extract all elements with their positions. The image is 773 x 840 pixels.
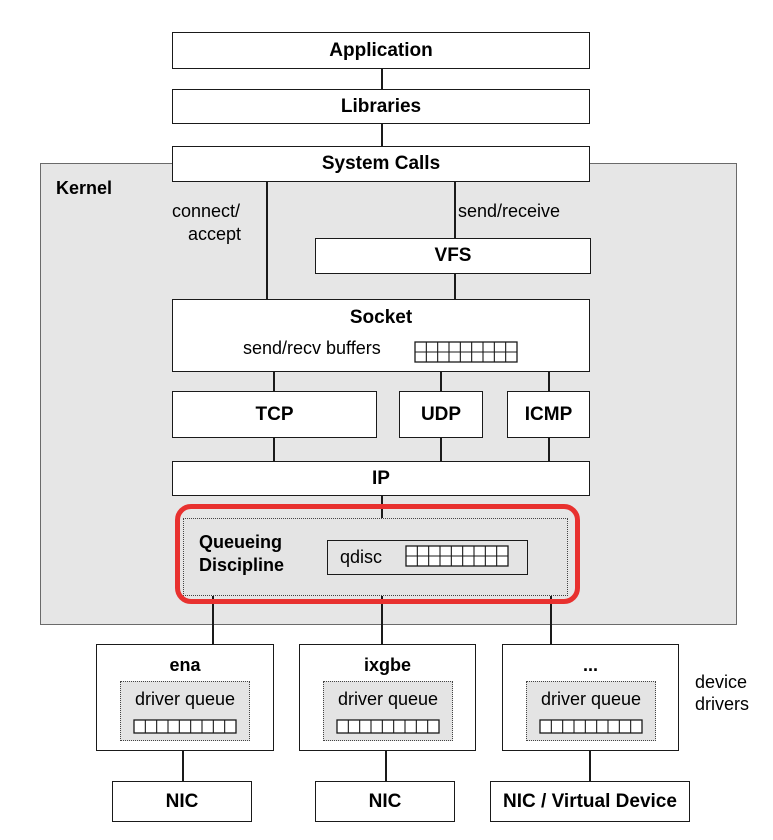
connector-syscalls-vfs — [454, 182, 456, 238]
connector-tcp-ip — [273, 438, 275, 461]
libraries-layer: Libraries — [172, 89, 590, 124]
socket-title: Socket — [349, 307, 413, 328]
connector-libraries-syscalls — [381, 124, 383, 146]
connector-udp-ip — [440, 438, 442, 461]
driver-ixgbe-name: ixgbe — [363, 655, 411, 675]
tcp-box: TCP — [172, 391, 377, 438]
send-receive-label: send/receive — [458, 201, 561, 221]
driver-ena-queue-label: driver queue — [134, 689, 236, 709]
nic-1-box: NIC — [112, 781, 252, 822]
connector-qdisc-other — [550, 596, 552, 644]
driver-other-name: ... — [582, 655, 598, 675]
vfs-box: VFS — [315, 238, 591, 274]
qdisc-highlight — [175, 504, 580, 604]
connector-qdisc-ixgbe — [381, 596, 383, 644]
connect-accept-label-line1: connect/ — [172, 201, 241, 221]
queueing-discipline-title-line2: Discipline — [199, 555, 285, 575]
nic-virtual-device-box: NIC / Virtual Device — [490, 781, 690, 822]
device-drivers-label-line2: drivers — [695, 694, 750, 714]
connector-app-libraries — [381, 69, 383, 89]
connector-vfs-socket — [454, 274, 456, 299]
qdisc-buffer-icon — [405, 545, 509, 567]
driver-other-buffer-icon — [539, 719, 643, 734]
application-layer: Application — [172, 32, 590, 69]
device-drivers-label-line1: device — [695, 672, 748, 692]
connector-syscalls-socket — [266, 182, 268, 299]
qdisc-label: qdisc — [340, 547, 383, 567]
driver-ena-name: ena — [169, 655, 201, 675]
kernel-label: Kernel — [56, 178, 113, 198]
queueing-discipline-title-line1: Queueing — [199, 532, 283, 552]
socket-buffer-icon — [414, 341, 518, 363]
connector-qdisc-ena — [212, 596, 214, 644]
socket-buffers-label: send/recv buffers — [243, 338, 381, 358]
socket-box — [172, 299, 590, 372]
icmp-box: ICMP — [507, 391, 590, 438]
driver-ixgbe-buffer-icon — [336, 719, 440, 734]
connector-socket-tcp — [273, 372, 275, 391]
udp-box: UDP — [399, 391, 483, 438]
connector-ixgbe-nic — [385, 751, 387, 781]
ip-box: IP — [172, 461, 590, 496]
nic-2-box: NIC — [315, 781, 455, 822]
driver-ixgbe-queue-label: driver queue — [337, 689, 439, 709]
connect-accept-label-line2: accept — [188, 224, 242, 244]
driver-ena-buffer-icon — [133, 719, 237, 734]
connector-other-nic — [589, 751, 591, 781]
connector-socket-icmp — [548, 372, 550, 391]
connector-ena-nic — [182, 751, 184, 781]
driver-other-queue-label: driver queue — [540, 689, 642, 709]
system-calls-layer: System Calls — [172, 146, 590, 182]
connector-icmp-ip — [548, 438, 550, 461]
connector-socket-udp — [440, 372, 442, 391]
